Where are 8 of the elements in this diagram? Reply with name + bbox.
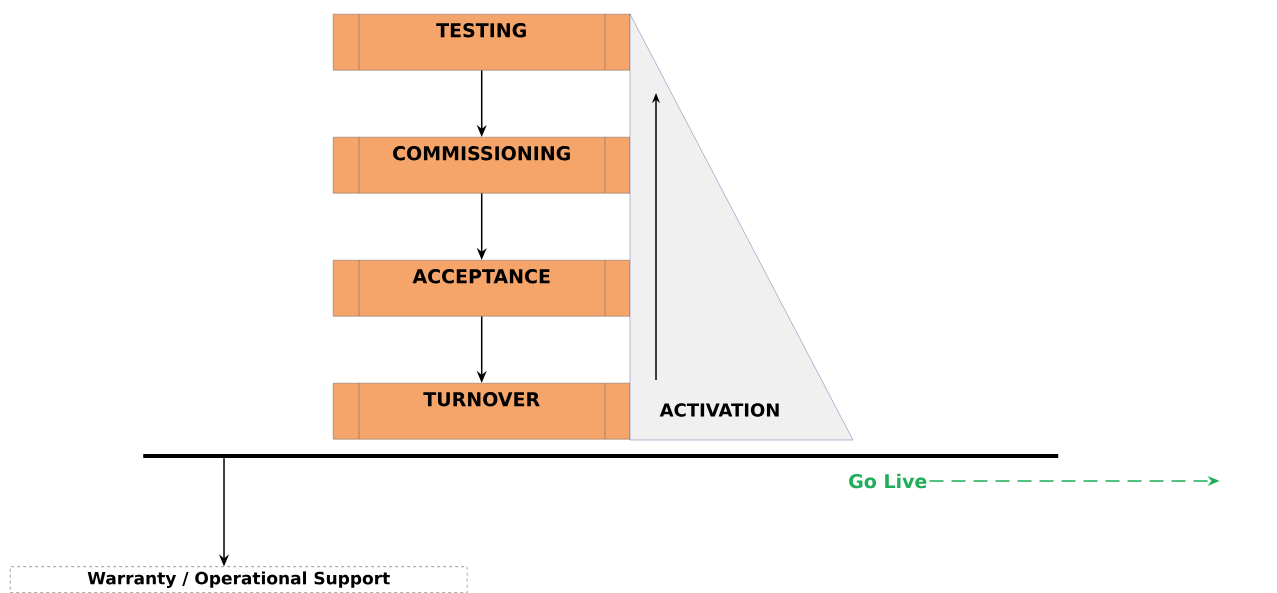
triangle: ACTIVATION <box>629 13 854 441</box>
go-live-text: Go Live <box>849 473 927 489</box>
process-box: TESTING <box>333 13 631 71</box>
process-box: ACCEPTANCE <box>333 259 631 317</box>
dashed-box: Warranty / Operational Support <box>10 566 468 593</box>
process-box: TURNOVER <box>333 382 631 440</box>
baseline-bar <box>143 454 1059 458</box>
process-box: COMMISSIONING <box>333 136 631 194</box>
